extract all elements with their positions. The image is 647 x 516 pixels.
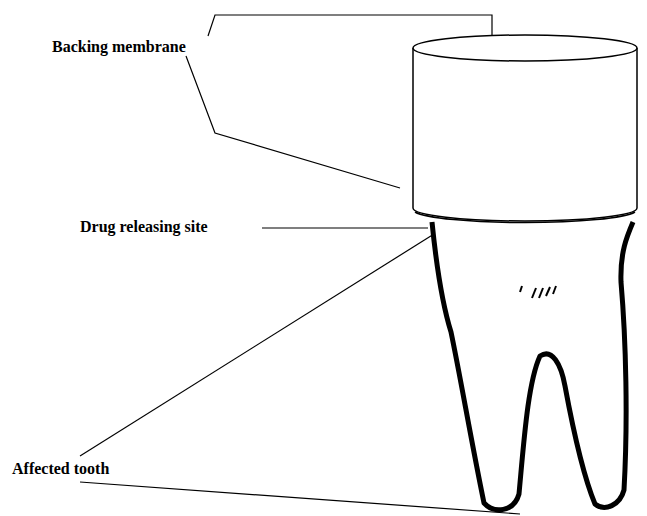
leader-line bbox=[80, 482, 520, 514]
part-label: Backing membrane bbox=[52, 38, 186, 56]
affected-tooth bbox=[432, 222, 633, 510]
drug-releasing-site bbox=[415, 212, 635, 223]
leader-line bbox=[262, 227, 428, 228]
part-label: Drug releasing site bbox=[80, 218, 208, 236]
backing-membrane bbox=[413, 35, 637, 221]
leader-line bbox=[186, 56, 400, 188]
leader-line bbox=[80, 234, 434, 456]
leader-line bbox=[208, 15, 492, 38]
part-label: Affected tooth bbox=[12, 460, 109, 478]
